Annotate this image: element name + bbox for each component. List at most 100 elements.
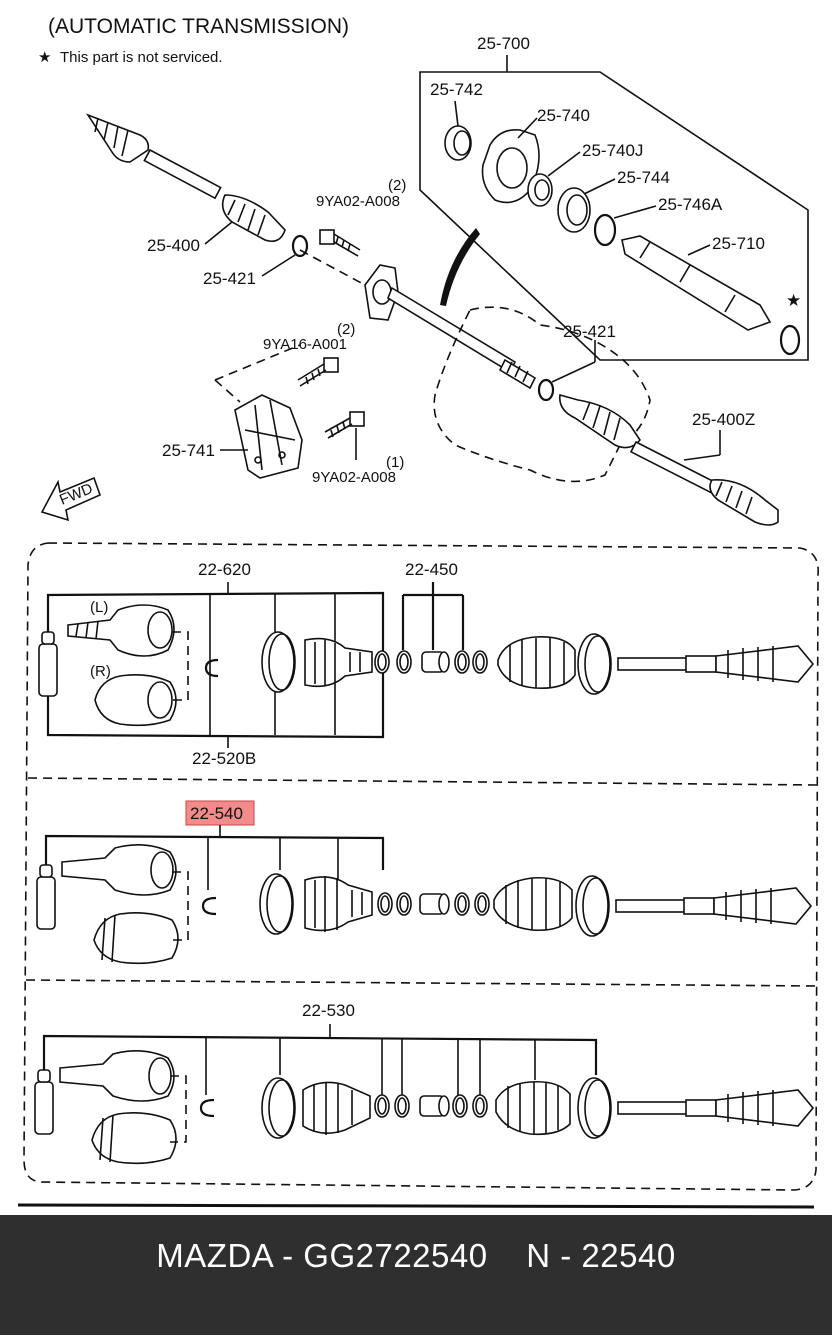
label-9ya02-bottom: 9YA02-A008 bbox=[312, 469, 396, 486]
label-25-740: 25-740 bbox=[537, 106, 590, 125]
boot-s2-outer bbox=[493, 876, 573, 932]
clamp-s2-outer bbox=[575, 875, 610, 937]
boot-s3 bbox=[302, 1081, 371, 1135]
ring-s2-b bbox=[396, 892, 412, 916]
ring-s3-a bbox=[374, 1094, 390, 1118]
bracket-assembly-box bbox=[419, 55, 809, 361]
bolt-9ya02-top bbox=[319, 229, 361, 257]
joint-dash-2 bbox=[172, 871, 189, 941]
ring-s3-d bbox=[472, 1094, 488, 1118]
footer-bar: MAZDA - GG2722540 N - 22540 bbox=[0, 1215, 832, 1335]
label-9ya16: 9YA16-A001 bbox=[263, 336, 347, 353]
clamp-s3-outer bbox=[577, 1077, 612, 1139]
label-25-421-left: 25-421 bbox=[203, 269, 256, 288]
seal-star bbox=[779, 324, 801, 356]
label-9ya02-top: 9YA02-A008 bbox=[316, 193, 400, 210]
label-25-741: 25-741 bbox=[162, 441, 215, 460]
label-25-700: 25-700 bbox=[477, 34, 530, 53]
parts-diagram: (AUTOMATIC TRANSMISSION) ★ This part is … bbox=[17, 15, 819, 1209]
snap-ring-s3 bbox=[199, 1098, 215, 1118]
ring-s3-b bbox=[394, 1094, 410, 1118]
label-22-540: 22-540 bbox=[190, 804, 243, 823]
joint-shaft-25-710 bbox=[621, 235, 772, 331]
drive-shaft-25-400z bbox=[558, 393, 779, 526]
clamp-s1 bbox=[261, 631, 296, 693]
bracket-22-450 bbox=[401, 582, 465, 650]
bracket-25-741 bbox=[220, 394, 303, 479]
leader-22-540 bbox=[207, 825, 339, 890]
ring-s1-d bbox=[472, 650, 488, 674]
drive-shaft-25-400 bbox=[85, 113, 286, 245]
circlip-25-421-left bbox=[261, 234, 309, 277]
bolt-9ya02-bottom bbox=[324, 411, 365, 460]
mount-dash-outline bbox=[214, 249, 366, 403]
part-number-caption: MAZDA - GG2722540 N - 22540 bbox=[156, 1237, 676, 1274]
grease-tube-2 bbox=[36, 864, 56, 930]
snap-ring-25-746a bbox=[593, 205, 657, 247]
label-25-400z: 25-400Z bbox=[692, 410, 755, 429]
qty-9ya16: (2) bbox=[337, 321, 355, 338]
snap-ring-s1 bbox=[204, 658, 219, 678]
ring-s1-c bbox=[454, 650, 470, 674]
label-22-520b: 22-520B bbox=[192, 749, 256, 768]
outer-joint-3a bbox=[59, 1050, 175, 1102]
kits-outer-frame bbox=[23, 542, 819, 1191]
outer-joint-2b bbox=[93, 912, 179, 965]
label-25-740j: 25-740J bbox=[582, 141, 643, 160]
boot-s2 bbox=[304, 876, 373, 932]
ring-s3-c bbox=[452, 1094, 468, 1118]
damper-s3 bbox=[419, 1095, 450, 1117]
shaft-tail-s1 bbox=[617, 645, 814, 683]
boot-s3-outer bbox=[495, 1080, 571, 1136]
shaft-tail-s2 bbox=[615, 887, 812, 925]
long-shaft bbox=[387, 286, 537, 390]
clamp-s3 bbox=[261, 1077, 296, 1139]
bearing-25-740j bbox=[527, 151, 581, 207]
outer-joint-r bbox=[94, 674, 177, 727]
section-divider-1 bbox=[27, 777, 819, 786]
bracket-22-530 bbox=[42, 1034, 598, 1075]
seal-25-742 bbox=[444, 100, 472, 161]
label-25-746a: 25-746A bbox=[658, 195, 723, 214]
label-22-450: 22-450 bbox=[405, 560, 458, 579]
label-25-421-right: 25-421 bbox=[563, 322, 616, 341]
qty-9ya02-top: (2) bbox=[388, 177, 406, 194]
bracket-22-540 bbox=[44, 834, 385, 870]
transmission-outline bbox=[433, 306, 651, 483]
joint-dash-3 bbox=[170, 1075, 187, 1143]
shaft-tail-s3 bbox=[617, 1089, 814, 1127]
bolt-9ya16 bbox=[297, 357, 339, 387]
ring-s1-b bbox=[396, 650, 412, 674]
clamp-s2 bbox=[259, 873, 294, 935]
boot-s1-outer bbox=[497, 635, 576, 690]
ring-s2-a bbox=[377, 892, 393, 916]
grease-tube-1 bbox=[38, 631, 58, 697]
qty-9ya02-bottom: (1) bbox=[386, 454, 404, 471]
damper-s2 bbox=[419, 893, 450, 915]
label-25-742: 25-742 bbox=[430, 80, 483, 99]
diagram-title: (AUTOMATIC TRANSMISSION) bbox=[48, 15, 349, 38]
fwd-arrow-icon: FWD bbox=[40, 476, 102, 522]
label-22-620: 22-620 bbox=[198, 560, 251, 579]
joint-dash-1 bbox=[172, 631, 189, 701]
ring-s1-a bbox=[374, 650, 390, 674]
label-side-r: (R) bbox=[90, 663, 111, 680]
label-22-530: 22-530 bbox=[302, 1001, 355, 1020]
damper-s1 bbox=[421, 651, 450, 673]
outer-joint-3b bbox=[91, 1112, 177, 1165]
circlip-25-421-right bbox=[537, 340, 596, 402]
snap-ring-s2 bbox=[201, 896, 217, 916]
boot-s1 bbox=[304, 637, 373, 688]
outer-joint-2a bbox=[61, 844, 177, 896]
leader-22-530 bbox=[205, 1024, 536, 1095]
label-25-400: 25-400 bbox=[147, 236, 200, 255]
ring-s2-c bbox=[454, 892, 470, 916]
grease-tube-3 bbox=[34, 1069, 54, 1135]
star-mark: ★ bbox=[786, 291, 801, 310]
star-symbol: ★ bbox=[38, 49, 51, 66]
section-divider-2 bbox=[25, 979, 819, 987]
note-text: This part is not serviced. bbox=[60, 49, 223, 66]
bearing-25-744 bbox=[557, 178, 616, 233]
center-support bbox=[364, 264, 399, 321]
assembly-arrow bbox=[440, 228, 480, 306]
